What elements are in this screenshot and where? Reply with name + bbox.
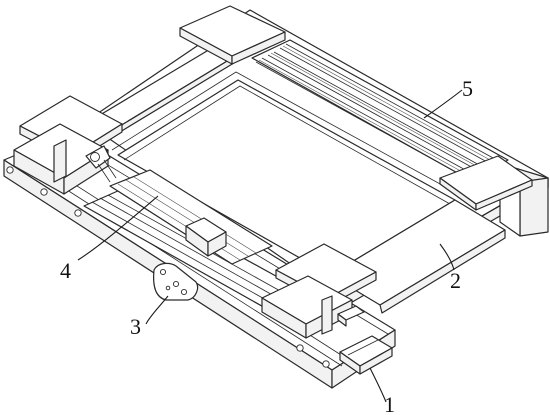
- pad-back: [179, 5, 286, 65]
- callout-label-3: 3: [130, 314, 141, 339]
- callout-labels: 1 2 3 4 5: [60, 76, 473, 415]
- callout-label-5: 5: [462, 76, 473, 101]
- slide-rail: [83, 169, 313, 315]
- grooved-rail: [251, 39, 509, 183]
- leader-5: [423, 89, 463, 119]
- pad-left: [13, 95, 123, 195]
- leader-3: [145, 295, 169, 325]
- callout-label-2: 2: [450, 268, 461, 293]
- callout-label-1: 1: [384, 392, 395, 415]
- pad-front: [261, 243, 377, 339]
- mount-bracket: [153, 262, 199, 301]
- leader-4: [77, 195, 159, 261]
- pad-right: [439, 155, 533, 211]
- leader-1: [369, 367, 387, 403]
- leader-lines: [77, 89, 463, 403]
- callout-label-4: 4: [60, 258, 71, 283]
- leader-2: [439, 243, 455, 271]
